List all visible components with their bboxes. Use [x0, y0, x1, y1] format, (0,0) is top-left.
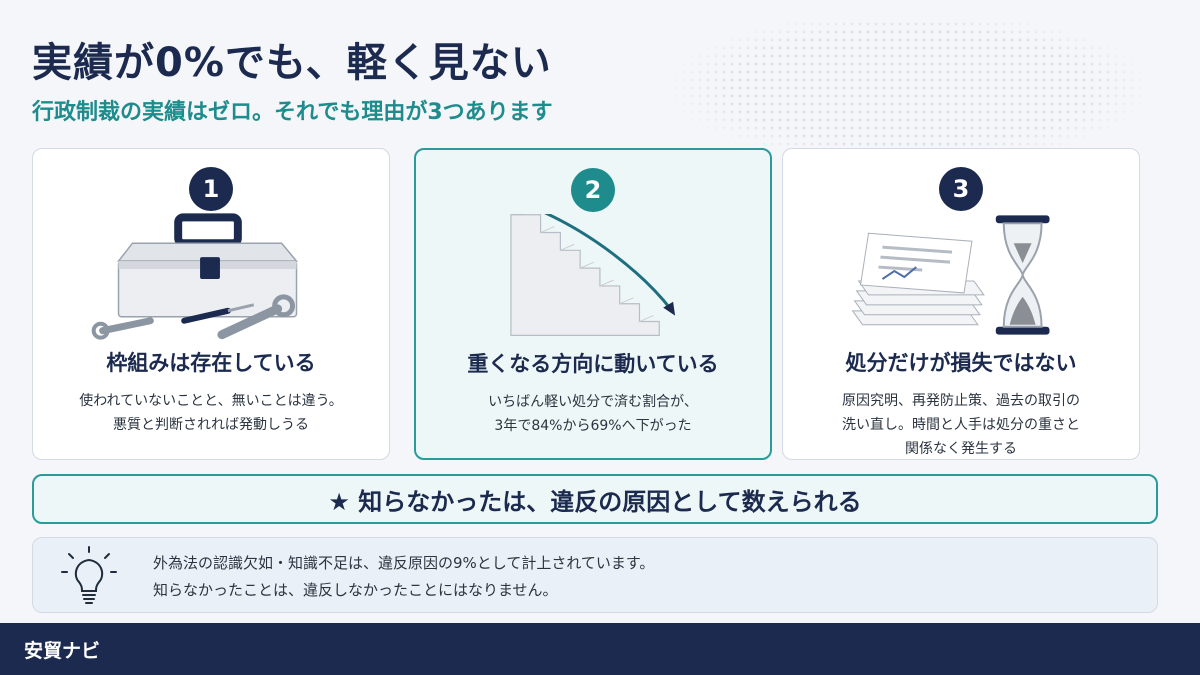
note-line-1: 外為法の認識欠如・知識不足は、違反原因の9%として計上されています。	[153, 554, 655, 572]
card-title: 枠組みは存在している	[106, 351, 316, 375]
key-message-banner: ★ 知らなかったは、違反の原因として数えられる	[32, 474, 1158, 524]
page-title: 実績が0%でも、軽く見ない	[32, 40, 552, 86]
page-subtitle: 行政制裁の実績はゼロ。それでも理由が3つあります	[32, 100, 553, 125]
brand-name: 安貿ナビ	[24, 639, 101, 662]
note-box: 外為法の認識欠如・知識不足は、違反原因の9%として計上されています。 知らなかっ…	[32, 537, 1158, 613]
footer-bar: 安貿ナビ	[0, 623, 1200, 675]
reason-card-2: 2 重くなる方向に動いている いちばん軽い処分で済む割合が、 3年で84%から6…	[414, 148, 772, 460]
card-number-badge: 1	[189, 167, 233, 211]
documents-hourglass-icon	[851, 215, 1050, 335]
card-body: いちばん軽い処分で済む割合が、 3年で84%から69%へ下がった	[488, 394, 698, 434]
lightbulb-icon	[61, 546, 117, 604]
toolbox-icon	[91, 213, 299, 340]
note-line-2: 知らなかったことは、違反しなかったことにはなりません。	[153, 581, 558, 599]
card-title: 処分だけが損失ではない	[845, 351, 1077, 375]
declining-stairs-icon	[510, 214, 676, 336]
card-number-badge: 2	[571, 168, 615, 212]
world-map-background	[640, 20, 1180, 170]
card-title: 重くなる方向に動いている	[467, 352, 719, 376]
card-number-badge: 3	[939, 167, 983, 211]
card-body: 使われていないことと、無いことは違う。 悪質と判断されれば発動しうる	[79, 393, 343, 433]
reason-card-3: 3 処分だけが損失ではない 原因究明、再発防止策、過去の取引の 洗い直し。時間と…	[782, 148, 1140, 460]
reason-card-1: 1 枠組みは存在している 使われていないことと、無いことは違う。 悪質と判断され…	[32, 148, 390, 460]
card-body: 原因究明、再発防止策、過去の取引の 洗い直し。時間と人手は処分の重さと 関係なく…	[842, 393, 1080, 457]
